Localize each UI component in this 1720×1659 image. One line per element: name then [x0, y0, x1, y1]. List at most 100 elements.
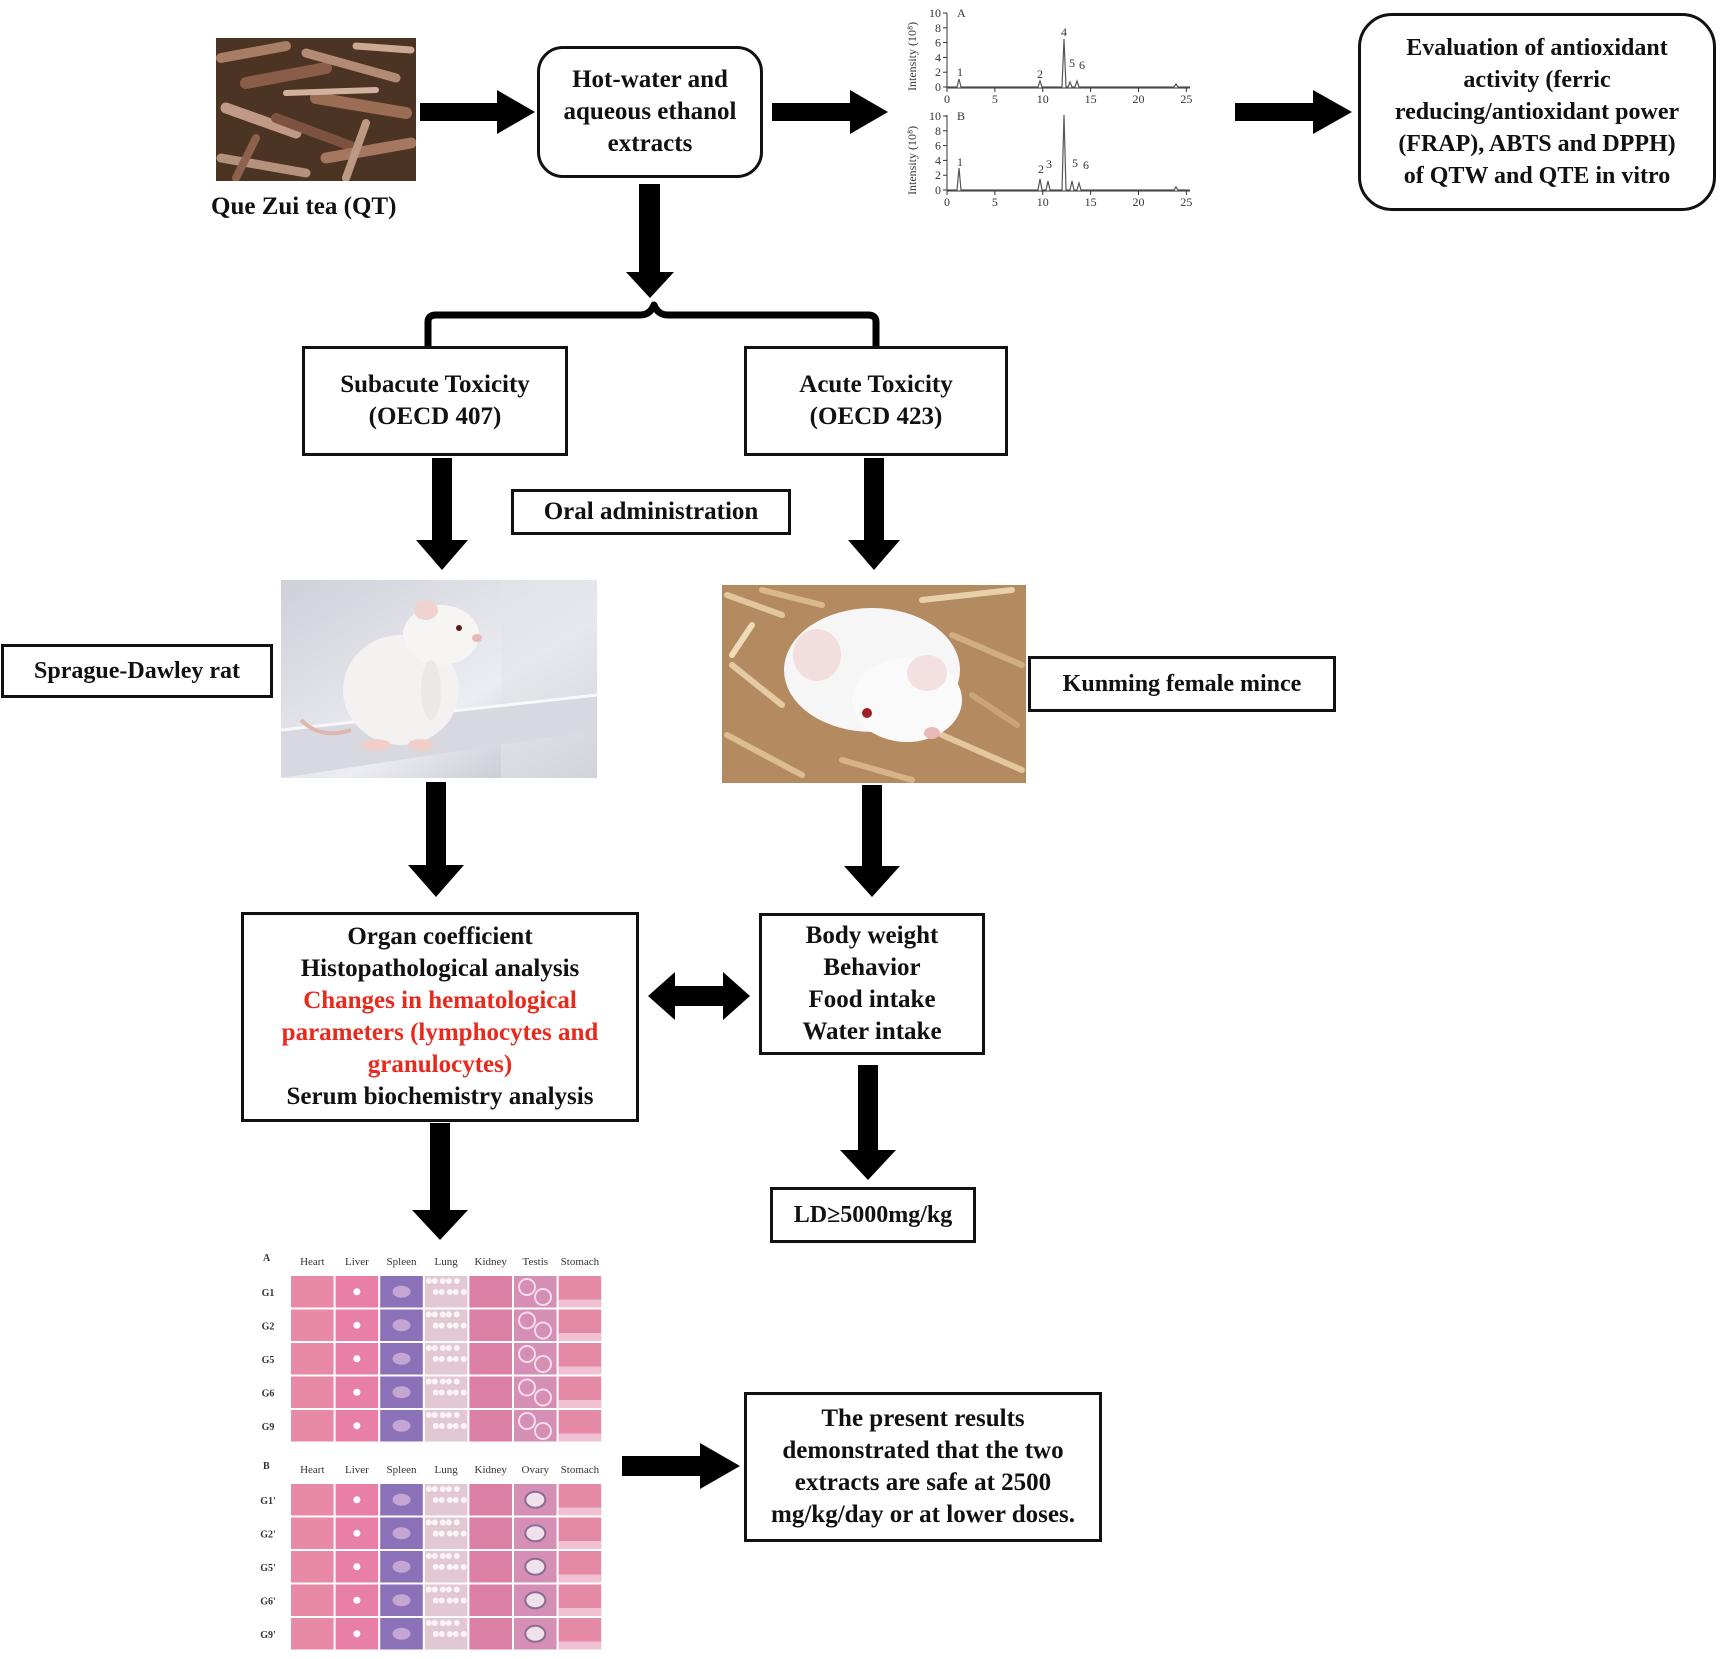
histo-a-liver-vein [353, 1288, 361, 1296]
histo-b-lung-alveolus [453, 1586, 460, 1593]
histo-b-tissue-cell [291, 1517, 334, 1549]
histo-b-lung-alveolus [438, 1597, 445, 1604]
histo-a-lung-alveolus [445, 1412, 452, 1418]
histo-a-testis-tubule [518, 1378, 536, 1397]
histo-b-lung-alveolus [445, 1519, 452, 1526]
histo-a-lung-alveolus [438, 1322, 445, 1329]
chrom-b-ytick-label: 6 [935, 139, 941, 153]
histo-b-spleen-follicle [392, 1594, 411, 1607]
histo-b-col-label: Spleen [387, 1464, 417, 1476]
panel-label-a: A [957, 6, 966, 20]
antioxidant-line-3: reducing/antioxidant power [1394, 99, 1680, 125]
histo-b-lung-alveolus [445, 1586, 452, 1593]
histo-b-lung-alveolus [446, 1564, 453, 1570]
histo-b-lung-alveolus [439, 1553, 446, 1559]
histo-b-stomach-lining [558, 1541, 602, 1549]
histo-b-lung-alveolus [431, 1620, 438, 1626]
histo-b-row-label: G6' [260, 1596, 276, 1607]
food-intake: Food intake [808, 986, 936, 1013]
extracts-line-2: aqueous ethanol [563, 98, 737, 125]
histo-a-testis-tubule [534, 1388, 552, 1407]
histopathological-analysis: Histopathological analysis [300, 955, 580, 982]
histo-a-lung-alveolus [452, 1423, 459, 1429]
histo-a-liver-vein [353, 1422, 361, 1430]
hematological-line-2: parameters (lymphocytes and [281, 1019, 599, 1046]
histo-a-lung-alveolus [460, 1389, 467, 1396]
chrom-a-ytick-label: 2 [935, 65, 941, 79]
histo-a-lung-alveolus [453, 1311, 460, 1318]
histo-a-testis-tubule [534, 1422, 552, 1440]
histo-a-col-label: Spleen [387, 1256, 417, 1268]
chrom-b-xtick-label: 20 [1132, 195, 1144, 209]
histo-a-col-label: Testis [523, 1256, 549, 1268]
que-zui-tea-photo [216, 38, 416, 181]
extracts-line-3: extracts [607, 130, 693, 157]
chrom-b-xtick-label: 5 [992, 195, 998, 209]
conclusion-line-1: The present results [821, 1405, 1025, 1432]
body-weight: Body weight [805, 922, 939, 949]
histo-b-tissue-cell [291, 1551, 334, 1583]
histo-a-testis-tubule [534, 1321, 552, 1340]
histo-a-spleen-follicle [392, 1319, 411, 1332]
acute-toxicity-box: Acute Toxicity (OECD 423) [744, 346, 1008, 456]
subacute-line-2: (OECD 407) [368, 403, 502, 430]
rat-photo [281, 580, 597, 778]
mouse-image [722, 585, 1026, 783]
rat-label-box: Sprague-Dawley rat [1, 644, 273, 698]
histo-b-lung-alveolus [432, 1530, 439, 1537]
histo-b-row-label: G1' [260, 1496, 276, 1507]
peak-label-b2: 2 [1038, 162, 1044, 176]
histo-b-lung-alveolus [438, 1497, 445, 1503]
histo-b-ovary-follicle [524, 1490, 547, 1509]
peak-label-b5: 5 [1072, 156, 1078, 170]
double-arrow [648, 972, 750, 1020]
histo-a-stomach-lining [558, 1366, 602, 1375]
histo-a-lung-alveolus [445, 1345, 452, 1351]
histo-a-tissue-cell [291, 1410, 334, 1442]
histo-b-lung-alveolus [438, 1530, 445, 1537]
chrom-a-xtick-label: 25 [1180, 92, 1192, 106]
antioxidant-line-5: of QTW and QTE in vitro [1403, 163, 1671, 189]
histo-a-liver-vein [353, 1355, 361, 1363]
histo-a-testis-tubule [518, 1278, 536, 1296]
histo-a-lung-alveolus [446, 1289, 453, 1295]
histo-a-tissue-cell [469, 1343, 512, 1375]
histo-b-spleen-follicle [392, 1493, 411, 1506]
histo-b-tissue-cell [291, 1618, 334, 1650]
histo-b-lung-alveolus [432, 1597, 439, 1604]
histo-a-lung-alveolus [446, 1322, 453, 1329]
chrom-a-xtick-label: 15 [1085, 92, 1097, 106]
histo-a-stomach-lining [558, 1333, 602, 1341]
que-zui-tea-label: Que Zui tea (QT) [211, 193, 397, 220]
chrom-b-ytick-label: 4 [935, 153, 941, 167]
peak-label-a2: 2 [1037, 67, 1043, 81]
chrom-b-ytick-label: 10 [929, 109, 941, 123]
histo-b-lung-alveolus [425, 1519, 432, 1526]
histo-a-stomach-lining [558, 1400, 602, 1408]
panel-label-b: B [957, 109, 965, 123]
histo-b-spleen-follicle [392, 1527, 411, 1540]
histo-b-row-label: G9' [260, 1630, 276, 1641]
histo-b-lung-alveolus [453, 1553, 460, 1559]
chrom-b-xtick-label: 15 [1085, 195, 1097, 209]
histo-b-lung-alveolus [452, 1631, 459, 1637]
peak-label-b3: 3 [1046, 157, 1052, 171]
histo-a-lung-alveolus [439, 1412, 446, 1418]
histo-b-lung-alveolus [446, 1497, 453, 1503]
behavior: Behavior [823, 954, 921, 981]
subacute-results-box: Organ coefficient Histopathological anal… [241, 912, 639, 1122]
histo-a-lung-alveolus [431, 1345, 438, 1351]
peak-label-a1: 1 [957, 65, 963, 79]
histo-b-tissue-cell [291, 1484, 334, 1516]
chrom-a-ytick-label: 6 [935, 36, 941, 50]
histo-a-lung-alveolus [446, 1356, 453, 1362]
histo-a-lung-alveolus [452, 1289, 459, 1295]
histo-b-lung-alveolus [439, 1519, 446, 1526]
histo-b-tissue-cell [469, 1551, 512, 1583]
histo-a-lung-alveolus [425, 1278, 432, 1284]
histo-a-lung-alveolus [431, 1278, 438, 1284]
histo-b-lung-alveolus [446, 1597, 453, 1604]
histo-b-ovary-follicle [524, 1624, 547, 1643]
